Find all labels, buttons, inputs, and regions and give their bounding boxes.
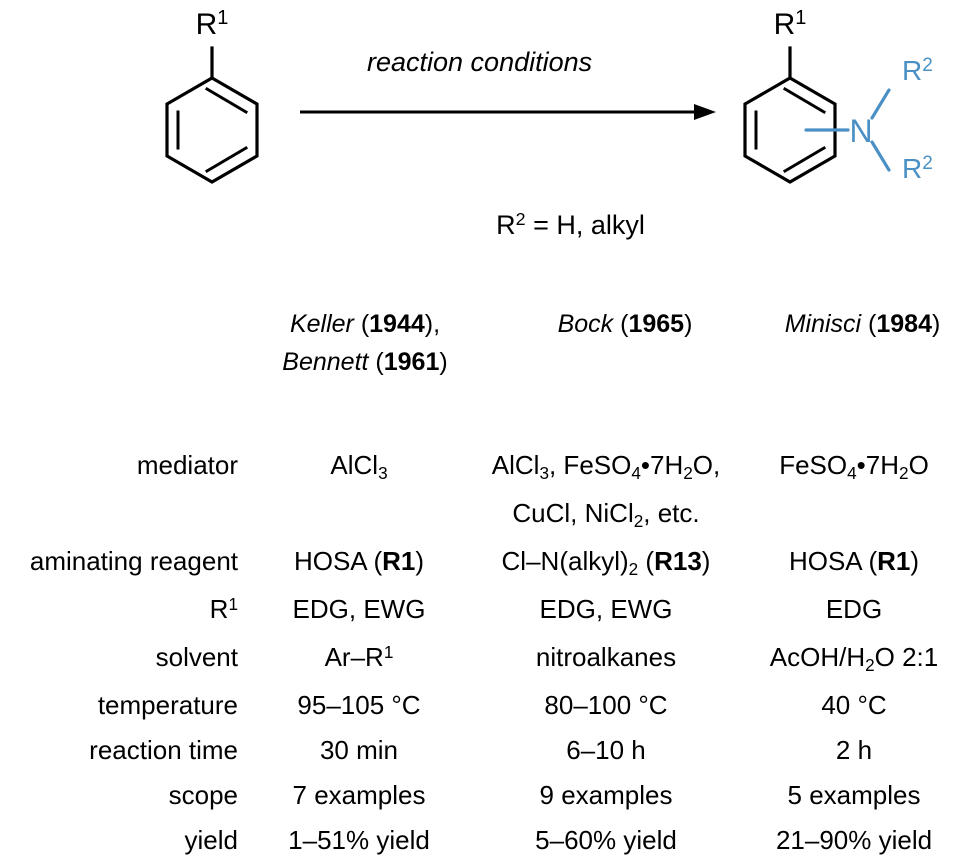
table-cell: EDG, EWG — [539, 594, 673, 624]
citation-year: 1965 — [628, 310, 685, 338]
substrate-r1-label: R1 — [196, 7, 229, 41]
table-cell: nitroalkanes — [535, 642, 677, 672]
table-cell: FeSO4•7H2O — [779, 450, 929, 483]
table-row-label: mediator — [136, 450, 238, 480]
citation-author: Keller — [289, 310, 361, 338]
table-row: scope 7 examples 9 examples 5 examples — [0, 773, 976, 818]
amine-bonds — [804, 88, 891, 172]
table-row: temperature 95–105 °C 80–100 °C 40 °C — [0, 683, 976, 728]
table-row: solvent Ar–R1 nitroalkanes AcOH/H2O 2:1 — [0, 635, 976, 683]
table-row-label: R1 — [209, 593, 238, 624]
table-row-label: solvent — [155, 642, 238, 672]
table-cell: 5–60% yield — [535, 825, 677, 855]
citation-year: 1961 — [383, 348, 440, 376]
table-row-label: yield — [184, 825, 238, 855]
table-cell: HOSA (R1) — [788, 546, 920, 576]
table-cell: HOSA (R1) — [293, 546, 425, 576]
citation-entry: Minisci (1984) — [745, 305, 976, 343]
table-cell: Cl–N(alkyl)2 (R13) — [501, 546, 711, 579]
table-cell: 40 °C — [821, 690, 887, 720]
citation-paren-close: ), — [424, 310, 441, 338]
reaction-conditions-label: reaction conditions — [367, 47, 593, 77]
table-cell: 95–105 °C — [297, 690, 421, 720]
citation-paren-close: ) — [439, 348, 448, 376]
amine-r2-bottom-label: R2 — [902, 153, 933, 184]
table-cell: 5 examples — [787, 780, 921, 810]
table-cell: 6–10 h — [566, 735, 646, 765]
citation-entry: Bock (1965) — [500, 305, 750, 343]
citation-year: 1984 — [876, 310, 932, 338]
table-cell: EDG — [825, 594, 883, 624]
r2-definition-line: R2 = H, alkyl — [0, 209, 976, 241]
parameter-table-body: mediator AlCl3 AlCl3, FeSO4•7H2O,CuCl, NiC… — [0, 443, 976, 859]
product-benzene-ring — [743, 46, 837, 184]
table-row-label: scope — [168, 780, 238, 810]
r2-definition-superscript: 2 — [515, 209, 526, 230]
citation-paren-close: ) — [684, 310, 693, 338]
citation-paren-open: ( — [620, 310, 629, 338]
citation-column-2: Bock (1965) — [500, 305, 750, 343]
table-cell: AlCl3 — [330, 450, 388, 483]
table-row: reaction time 30 min 6–10 h 2 h — [0, 728, 976, 773]
citation-paren-close: ) — [931, 310, 941, 338]
r2-definition-value: = H, alkyl — [525, 210, 645, 240]
table-cell: 80–100 °C — [544, 690, 668, 720]
citation-entry: Bennett (1961) — [240, 343, 490, 381]
table-row: R1 EDG, EWG EDG, EWG EDG — [0, 587, 976, 635]
table-row: aminating reagent HOSA (R1) Cl–N(alkyl)2 (… — [0, 539, 976, 587]
citation-entry: Keller (1944), — [240, 305, 490, 343]
table-cell: 7 examples — [292, 780, 426, 810]
table-cell: 9 examples — [539, 780, 673, 810]
citation-author: Bock — [557, 310, 621, 338]
reaction-arrow — [300, 104, 716, 120]
product-r1-label: R1 — [774, 7, 807, 41]
citation-author: Minisci — [784, 310, 869, 338]
substrate-benzene-ring — [165, 46, 259, 184]
table-cell: 21–90% yield — [775, 825, 933, 855]
nitrogen-atom-label: N — [849, 113, 872, 149]
table-row-label: temperature — [97, 690, 238, 720]
table-cell: AlCl3, FeSO4•7H2O,CuCl, NiCl2, etc. — [491, 450, 721, 531]
citation-column-1: Keller (1944),Bennett (1961) — [240, 305, 490, 381]
r2-definition-symbol: R — [496, 210, 516, 240]
table-row: mediator AlCl3 AlCl3, FeSO4•7H2O,CuCl, NiC… — [0, 443, 976, 539]
reaction-scheme-graphic: R1 R1 — [0, 0, 976, 200]
table-cell: 2 h — [835, 735, 873, 765]
table-cell: 30 min — [319, 735, 399, 765]
table-cell: AcOH/H2O 2:1 — [769, 642, 939, 675]
citation-year: 1944 — [369, 310, 425, 338]
citation-paren-open: ( — [360, 310, 370, 338]
table-row-label: aminating reagent — [29, 546, 238, 576]
citation-paren-open: ( — [868, 310, 877, 338]
table-cell: Ar–R1 — [324, 641, 394, 672]
citation-column-3: Minisci (1984) — [745, 305, 976, 343]
table-cell: 1–51% yield — [288, 825, 430, 855]
table-row-label: reaction time — [89, 735, 238, 765]
parameter-comparison-table: mediator AlCl3 AlCl3, FeSO4•7H2O,CuCl, NiC… — [0, 443, 976, 859]
citation-paren-open: ( — [375, 348, 384, 376]
citation-row: Keller (1944),Bennett (1961) Bock (1965)… — [0, 305, 976, 400]
table-cell: EDG, EWG — [292, 594, 426, 624]
citation-author: Bennett — [282, 348, 376, 376]
table-row: yield 1–51% yield 5–60% yield 21–90% yield — [0, 818, 976, 859]
amine-r2-top-label: R2 — [902, 55, 933, 86]
